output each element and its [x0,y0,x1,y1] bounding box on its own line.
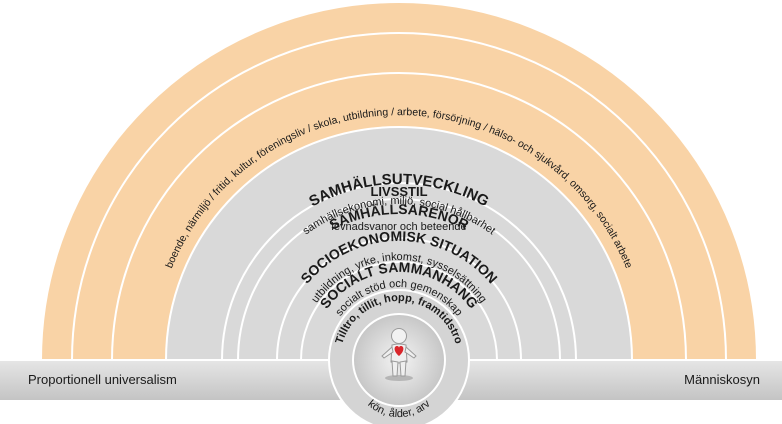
ground-left-label: Proportionell universalism [28,372,177,387]
heart-icon [394,346,404,356]
person-with-heart-icon [381,328,417,381]
ring-title-livsstil: LIVSSTIL [370,184,427,199]
ring-subtitle-livsstil: levnadsvanor och beteende [331,221,466,233]
ground-right-label: Människosyn [684,372,760,387]
